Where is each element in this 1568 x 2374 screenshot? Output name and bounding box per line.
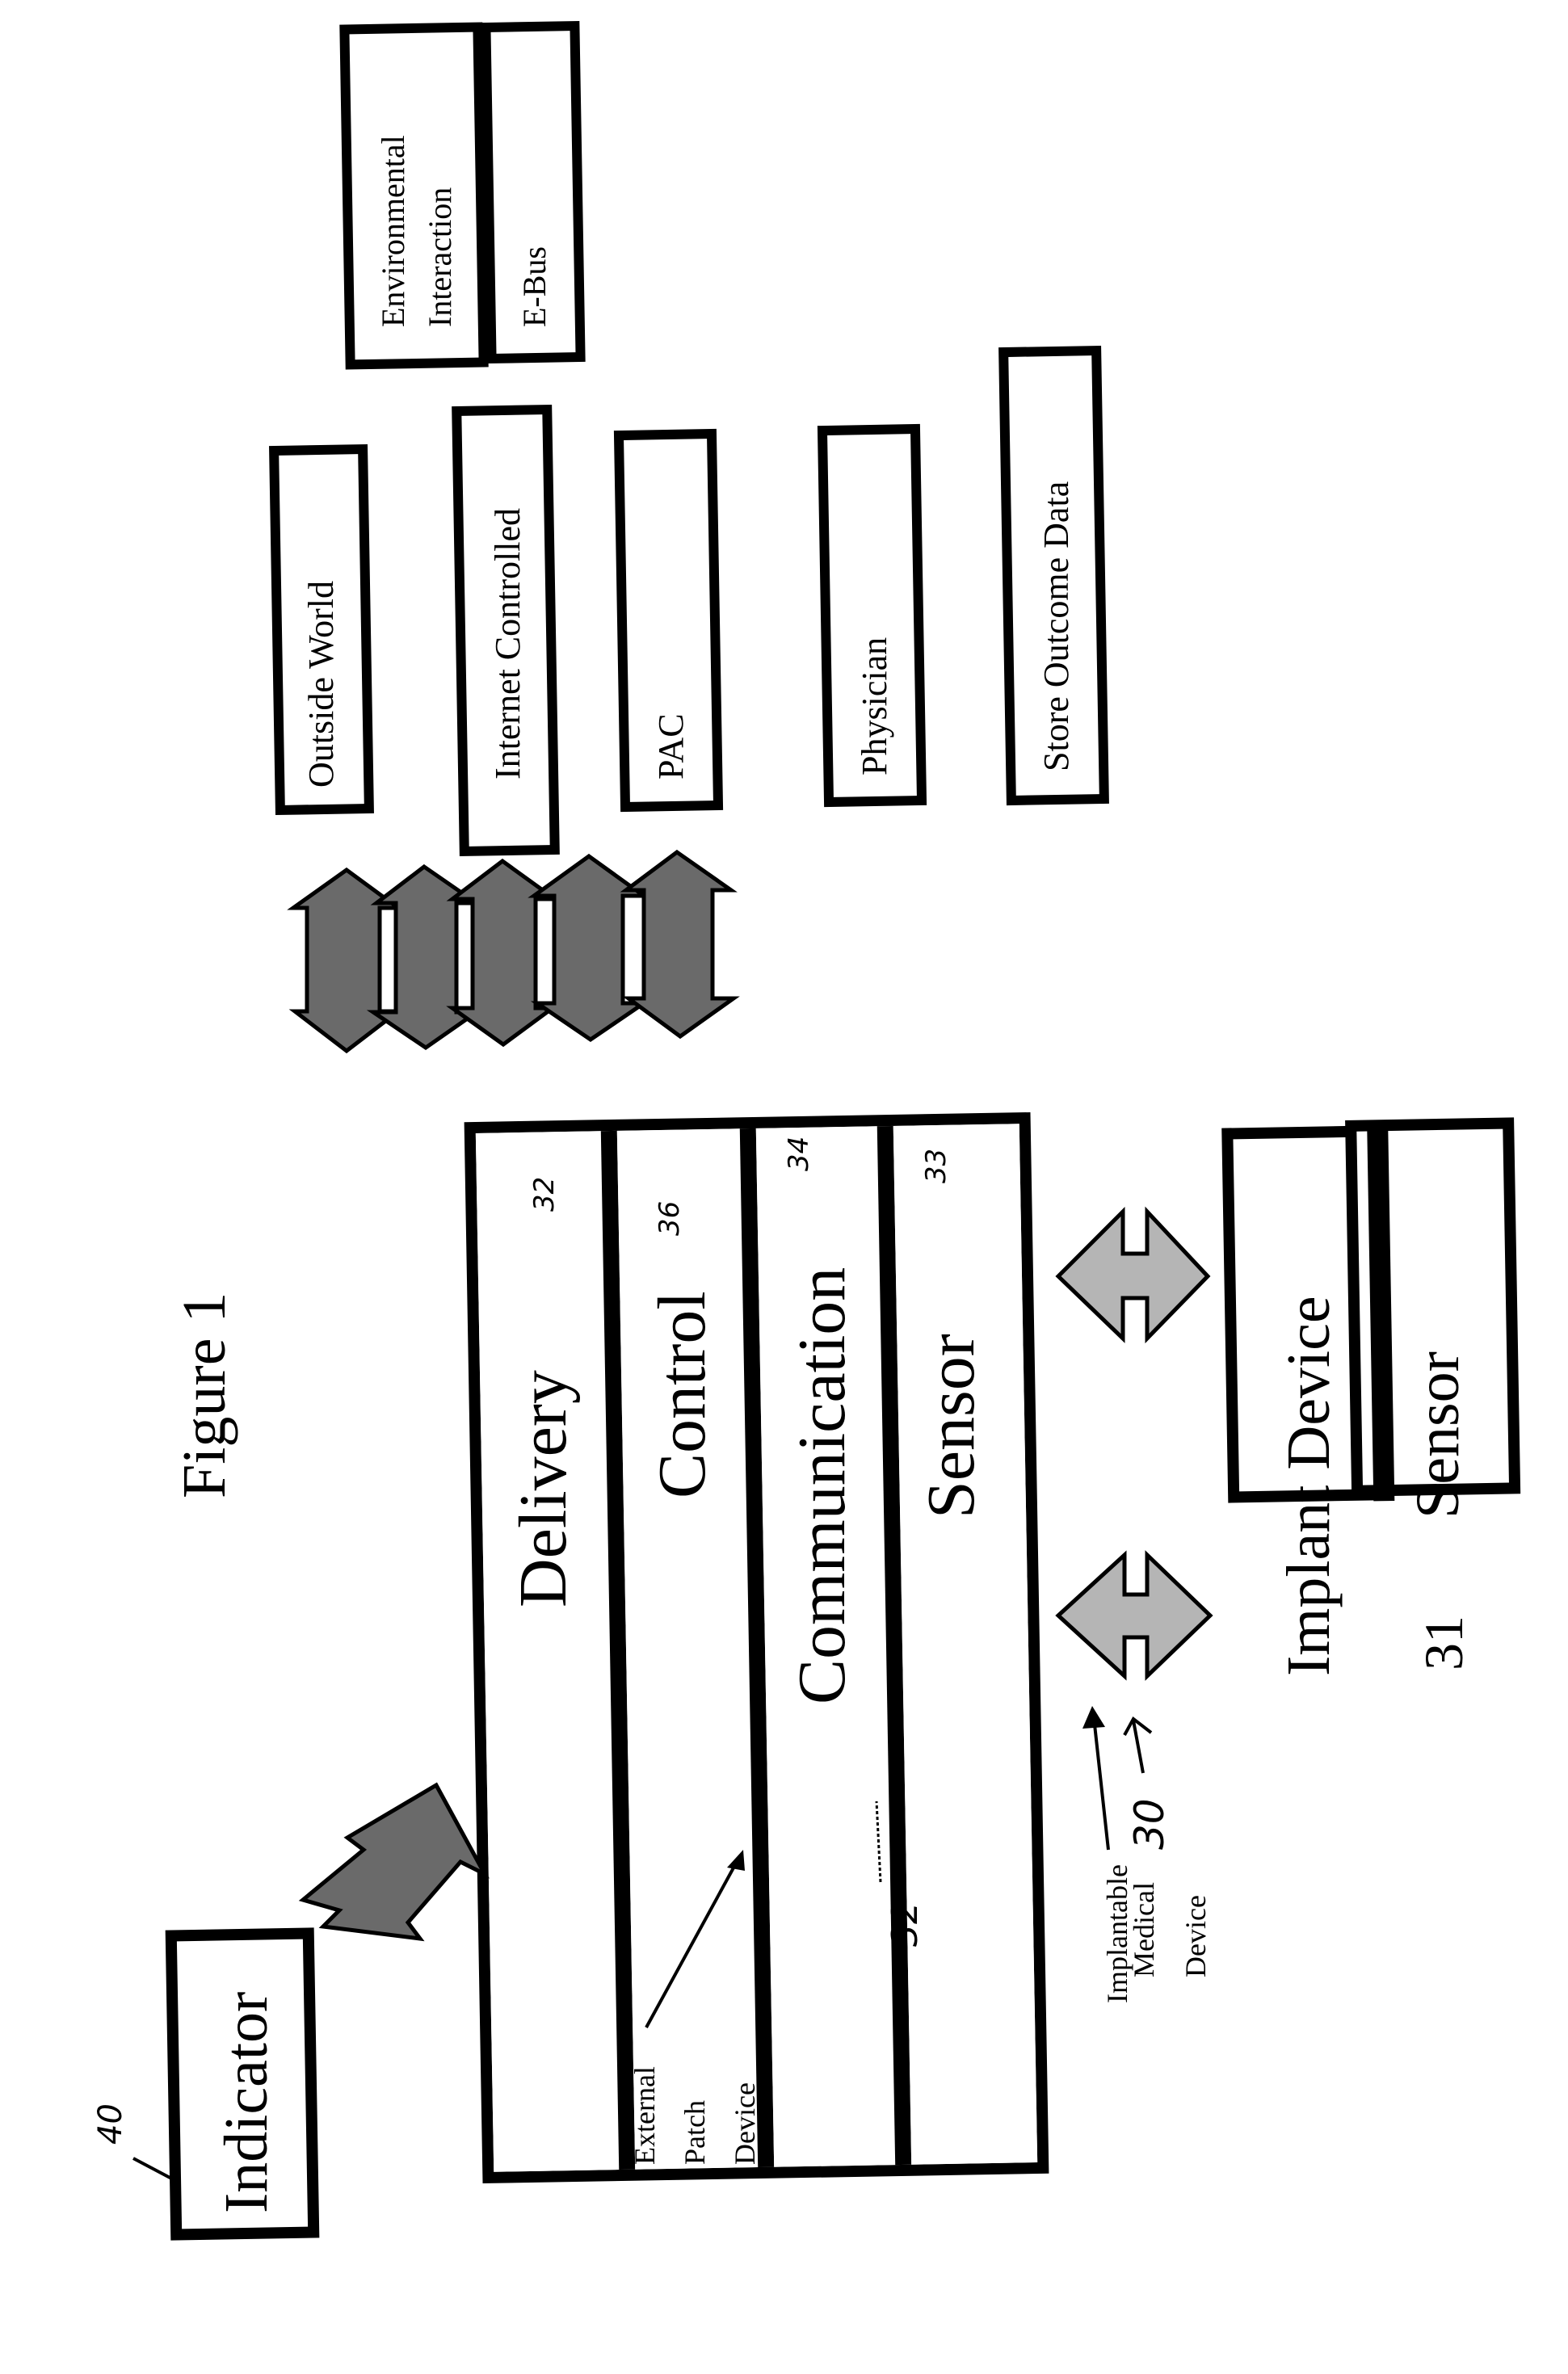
external-patch-device: Delivery 32 Control 36 Communication 34 …	[464, 1111, 1049, 2184]
patch-ref-number: 32	[885, 1901, 926, 1947]
implantable-pointer-line	[1093, 1724, 1110, 1851]
pac-label: PAC	[651, 713, 691, 779]
sensor-ref-number: 33	[920, 1149, 952, 1183]
indicator-ref-leader	[132, 2157, 177, 2183]
double-arrow-icon	[446, 858, 561, 1048]
dark-arrows	[287, 849, 740, 1054]
double-arrow-icon	[528, 853, 651, 1043]
indicator-ref-number: 40	[92, 2103, 129, 2145]
arrowhead-icon	[1082, 1706, 1105, 1729]
figure-title: Figure 1	[170, 1292, 238, 1498]
implant-device-block: Implant Device Sensor 31	[1221, 1117, 1521, 1676]
environmental-label-line2: Interaction	[422, 187, 458, 327]
implantable-caption-line3: Device	[1179, 1895, 1212, 1977]
indicator-double-arrow-icon	[298, 1782, 490, 1942]
implant-ref-number: 30	[1126, 1798, 1173, 1850]
delivery-layer-label: Delivery	[506, 1370, 581, 1607]
light-arrows	[1055, 1206, 1213, 1681]
double-arrow-icon	[366, 863, 484, 1051]
e-bus-label: E-Bus	[516, 246, 553, 327]
external-caption-line3: Device	[729, 2082, 761, 2165]
communication-ref-number: 34	[783, 1137, 815, 1171]
patch-ref-arrow	[875, 1800, 882, 1883]
arrowhead-icon	[1123, 1716, 1153, 1736]
physician-box: Physician	[817, 423, 927, 808]
external-caption-line2: Patch	[679, 2100, 711, 2165]
arrowhead-icon	[727, 1850, 745, 1871]
implantable-caption: Implantable Medical Device	[1082, 1706, 1212, 2003]
sensor-layer-label: Sensor	[914, 1334, 989, 1519]
outside-world-label: Outside World	[301, 581, 341, 788]
outside-world-box: Outside World	[269, 443, 374, 816]
patch-ref-annotation: 32	[875, 1800, 926, 1947]
double-arrow-icon	[1055, 1206, 1211, 1344]
double-arrow-icon	[620, 849, 740, 1040]
store-outcome-data-box: Store Outcome Data	[998, 345, 1109, 806]
implant-ref-annotation: 30	[1123, 1716, 1173, 1850]
external-patch-caption: External Patch Device	[628, 1850, 761, 2165]
e-bus-box: E-Bus	[481, 20, 586, 364]
implant-device-label: Implant Device	[1275, 1296, 1343, 1676]
internet-controlled-box: Internet Controlled	[452, 404, 560, 857]
external-pointer-line	[645, 1861, 738, 2028]
implant-sensor-ref: 31	[1413, 1616, 1474, 1670]
pac-box: PAC	[613, 428, 724, 813]
external-caption-line1: External	[628, 2066, 661, 2165]
control-ref-number: 36	[654, 1201, 686, 1236]
environmental-interaction-box: Environmental Interaction	[339, 22, 489, 370]
physician-label: Physician	[855, 637, 894, 775]
indicator-label: Indicator	[212, 1992, 280, 2213]
environmental-label-line1: Environmental	[375, 135, 411, 327]
implant-sensor-label: Sensor	[1404, 1351, 1472, 1519]
communication-layer-label: Communication	[784, 1267, 860, 1704]
indicator-box: Indicator 40	[92, 1927, 320, 2241]
implant-ref-arrow	[1132, 1720, 1145, 1774]
internet-controlled-label: Internet Controlled	[488, 508, 528, 779]
delivery-ref-number: 32	[528, 1177, 561, 1212]
double-arrow-icon	[287, 867, 405, 1054]
implantable-caption-line1: Implantable	[1101, 1864, 1133, 2003]
implantable-caption-line2: Medical	[1128, 1882, 1160, 1977]
store-outcome-data-label: Store Outcome Data	[1036, 481, 1076, 771]
double-arrow-icon	[1055, 1550, 1213, 1681]
control-layer-label: Control	[645, 1291, 720, 1498]
